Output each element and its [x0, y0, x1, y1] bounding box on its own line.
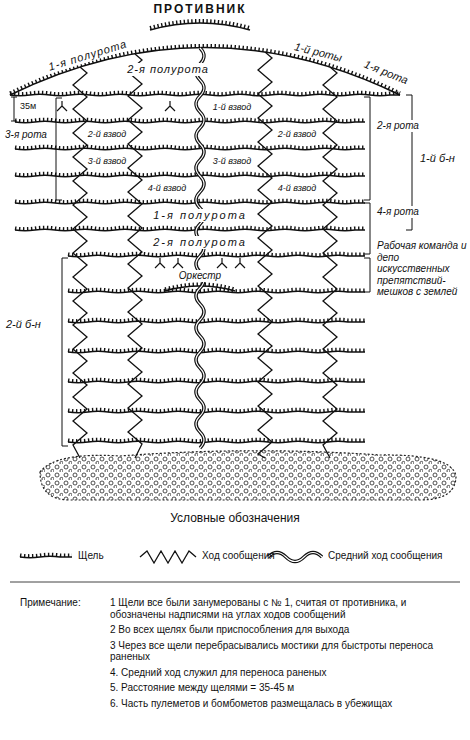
- unit-label: 3-я рота: [3, 129, 49, 141]
- note-text: 3 Через все щели перебрасывались мостики…: [110, 640, 462, 663]
- enemy-line-hatch: [150, 21, 250, 28]
- unit-label: Рабочая команда и депо искусственных пре…: [375, 240, 470, 298]
- unit-label: 4-й взвод: [146, 183, 189, 193]
- unit-label: 4-я рота: [375, 206, 421, 218]
- trench-hatch: [15, 200, 365, 202]
- unit-label: 1-я полурота: [151, 209, 249, 222]
- trench-hatch: [15, 227, 365, 229]
- unit-label: 4-й взвод: [276, 183, 319, 193]
- unit-label: 1-я полурота: [45, 37, 131, 74]
- legend-trench-sample-hatch: [20, 554, 72, 556]
- bracket: [56, 98, 62, 200]
- enemy-label: ПРОТИВНИК: [151, 3, 248, 17]
- communication-passage: [128, 54, 142, 458]
- unit-label: 1-я рота: [360, 57, 411, 87]
- bracket: [364, 97, 370, 200]
- trench-strokes: [10, 46, 400, 563]
- trench-hatch: [15, 146, 365, 148]
- soldier-symbol: [155, 258, 165, 268]
- unit-label: 2-й взвод: [276, 129, 319, 139]
- trench-hatch: [10, 92, 400, 94]
- communication-passage: [258, 52, 272, 458]
- soldier-symbol: [165, 101, 175, 111]
- legend-middle-sample-inner: [268, 553, 322, 562]
- separator: [10, 582, 460, 583]
- unit-label: 2-я рота: [375, 120, 421, 132]
- trench-hatch: [15, 173, 365, 175]
- legend-text: Ход сообщения: [202, 550, 275, 562]
- trench-hatch: [68, 349, 365, 351]
- legend-text: Щель: [78, 550, 104, 562]
- communication-passage: [73, 67, 87, 458]
- unit-label: Оркестр: [177, 270, 223, 282]
- legend-text: Средний ход сообщения: [328, 550, 442, 562]
- trench-hatch: [68, 253, 365, 255]
- soldier-symbol: [173, 258, 183, 268]
- bracket: [364, 203, 370, 254]
- unit-label: 1-й взвод: [211, 102, 254, 112]
- unit-label: 2-я полурота: [125, 63, 211, 76]
- note-text: 4. Средний ход служил для переноса ранен…: [110, 667, 462, 679]
- legend-middle-sample: [268, 553, 322, 562]
- unit-label: 1-й б-н: [418, 152, 457, 165]
- note-text: 1 Щели все были занумерованы с № 1, счит…: [110, 597, 462, 620]
- note-text: 2 Во всех щелях были приспособления для …: [110, 624, 462, 636]
- unit-label: 35м: [18, 101, 38, 111]
- note-text: 5. Расстояние между щелями = 35-45 м: [110, 682, 462, 694]
- soldier-symbol: [57, 101, 67, 111]
- bracket: [364, 258, 370, 292]
- bracket: [62, 258, 68, 446]
- trench-hatch: [68, 439, 365, 441]
- trench-hatch: [68, 319, 365, 321]
- legend-passage-sample: [140, 551, 196, 563]
- brackets: [11, 95, 412, 446]
- trench-hatch: [15, 119, 365, 121]
- unit-label: 2-й б-н: [4, 318, 43, 331]
- note-text: 6. Часть пулеметов и бомбометов размещал…: [110, 698, 462, 710]
- soldier-symbol: [235, 258, 245, 268]
- trench-hatch: [68, 379, 365, 381]
- unit-label: 3-й взвод: [211, 156, 254, 166]
- soldier-symbol: [217, 258, 227, 268]
- unit-label: 2-я полурота: [151, 236, 249, 249]
- communication-passage: [323, 67, 337, 458]
- trench-hatch: [68, 409, 365, 411]
- heading-label: Условные обозначения: [170, 512, 300, 526]
- dimension-mark: [11, 97, 17, 121]
- unit-label: 3-й взвод: [86, 156, 129, 166]
- unit-label: 2-й взвод: [86, 129, 129, 139]
- heading-label: Примечание:: [20, 597, 81, 609]
- woods-area: [40, 451, 456, 500]
- trench-hatch: [68, 289, 365, 291]
